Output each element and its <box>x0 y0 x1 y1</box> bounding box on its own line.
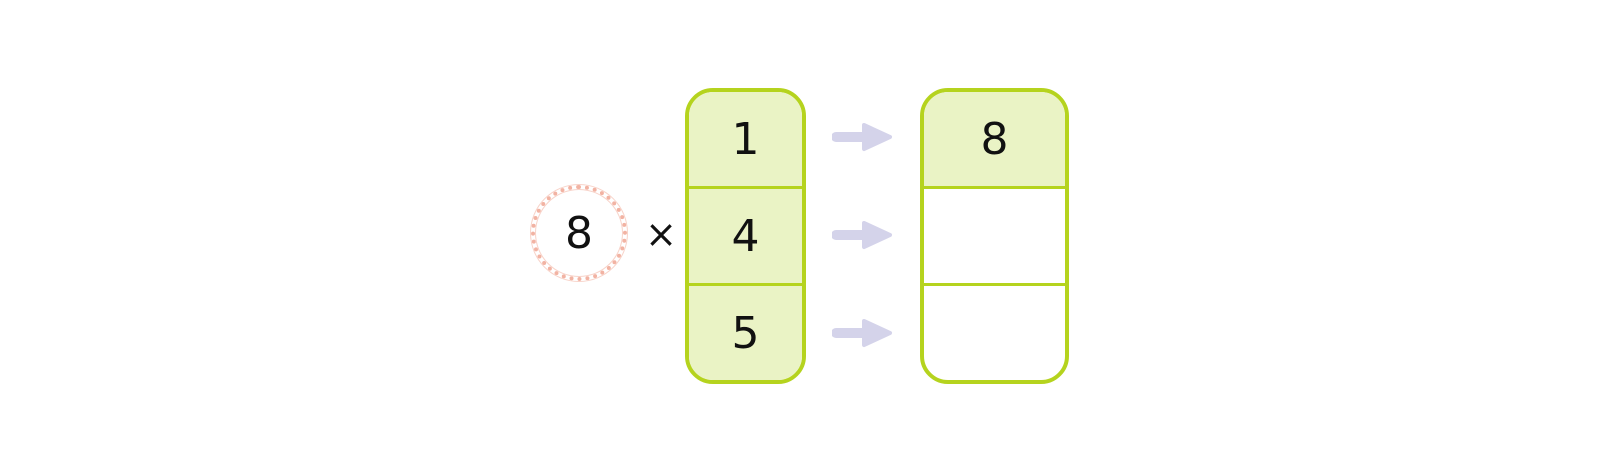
output-column: 8 <box>920 88 1069 384</box>
input-cell-1: 1 <box>689 92 802 186</box>
multiplier-circle: 8 <box>531 185 627 281</box>
output-cell-3 <box>924 283 1065 380</box>
arrow-right-icon <box>832 123 892 151</box>
arrow-right-icon <box>832 319 892 347</box>
input-cell-3: 5 <box>689 283 802 380</box>
multiplier-value: 8 <box>565 207 593 259</box>
arrow-right-icon <box>832 221 892 249</box>
times-sign: × <box>645 212 677 256</box>
output-cell-2 <box>924 186 1065 283</box>
output-cell-1: 8 <box>924 92 1065 186</box>
input-cell-2: 4 <box>689 186 802 283</box>
input-column: 1 4 5 <box>685 88 806 384</box>
